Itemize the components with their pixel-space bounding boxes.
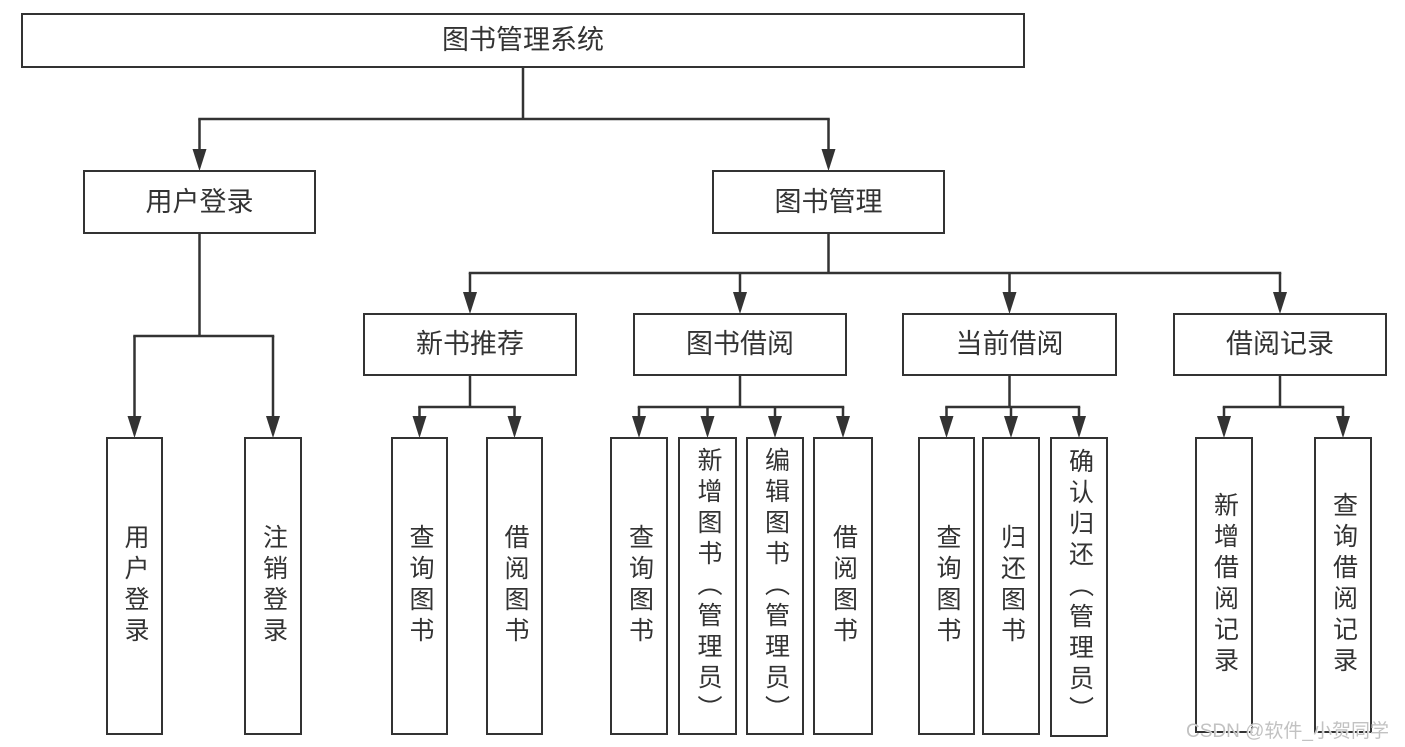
node-new-book-rec: 新书推荐 — [363, 313, 577, 376]
node-label-rec-search-book: 查询图书 — [406, 524, 434, 648]
arrowhead-icon — [821, 149, 836, 171]
node-logout-login: 注销登录 — [244, 437, 302, 735]
node-current-borrow: 当前借阅 — [902, 313, 1117, 376]
node-label-bb-add-book: 新增图书（管理员） — [694, 446, 722, 726]
arrowhead-icon — [1336, 416, 1350, 438]
node-label-cb-return-book: 归还图书 — [997, 524, 1026, 648]
node-label-bb-edit-book: 编辑图书（管理员） — [761, 446, 790, 726]
arrowhead-icon — [733, 292, 747, 314]
arrowhead-icon — [192, 149, 207, 171]
node-br-add-record: 新增借阅记录 — [1195, 437, 1253, 733]
arrowhead-icon — [1217, 416, 1231, 438]
node-rec-search-book: 查询图书 — [391, 437, 448, 735]
arrowhead-icon — [127, 416, 142, 438]
node-label-bb-search-book: 查询图书 — [625, 524, 654, 648]
arrowhead-icon — [507, 416, 522, 438]
node-br-search-record: 查询借阅记录 — [1314, 437, 1372, 733]
arrowhead-icon — [1072, 416, 1086, 438]
node-label-user-login-group: 用户登录 — [145, 186, 254, 217]
node-user-login-group: 用户登录 — [83, 170, 316, 234]
node-label-user-login: 用户登录 — [121, 524, 149, 648]
arrowhead-icon — [700, 416, 715, 438]
node-borrow-records: 借阅记录 — [1173, 313, 1387, 376]
node-book-borrow: 图书借阅 — [633, 313, 847, 376]
node-label-borrow-records: 借阅记录 — [1226, 329, 1334, 359]
node-book-mgmt: 图书管理 — [712, 170, 945, 234]
node-bb-search-book: 查询图书 — [610, 437, 668, 735]
arrowhead-icon — [463, 292, 477, 314]
node-label-br-add-record: 新增借阅记录 — [1210, 492, 1239, 678]
arrowhead-icon — [412, 416, 427, 438]
node-label-new-book-rec: 新书推荐 — [416, 329, 524, 359]
node-rec-borrow-book: 借阅图书 — [486, 437, 543, 735]
arrowhead-icon — [1002, 292, 1017, 314]
node-user-login: 用户登录 — [106, 437, 163, 735]
node-bb-add-book: 新增图书（管理员） — [678, 437, 737, 735]
node-label-book-borrow: 图书借阅 — [686, 329, 794, 359]
node-label-logout-login: 注销登录 — [259, 524, 288, 648]
arrowhead-icon — [836, 416, 850, 438]
arrowhead-icon — [768, 416, 782, 438]
node-cb-confirm-return: 确认归还（管理员） — [1050, 437, 1108, 737]
node-label-book-mgmt: 图书管理 — [774, 186, 883, 217]
node-label-cb-search-book: 查询图书 — [933, 524, 961, 648]
watermark: CSDN @软件_小贺同学 — [1186, 721, 1389, 742]
node-root: 图书管理系统 — [21, 13, 1025, 68]
node-label-root: 图书管理系统 — [442, 25, 604, 55]
node-label-bb-borrow-book: 借阅图书 — [829, 524, 858, 648]
node-label-br-search-record: 查询借阅记录 — [1329, 492, 1358, 678]
arrowhead-icon — [1273, 292, 1287, 314]
arrowhead-icon — [266, 416, 280, 438]
arrowhead-icon — [632, 416, 646, 438]
node-label-rec-borrow-book: 借阅图书 — [501, 524, 529, 648]
arrowhead-icon — [1004, 416, 1018, 438]
node-label-cb-confirm-return: 确认归还（管理员） — [1065, 447, 1094, 727]
node-cb-search-book: 查询图书 — [918, 437, 975, 735]
node-cb-return-book: 归还图书 — [982, 437, 1040, 735]
node-label-current-borrow: 当前借阅 — [955, 329, 1064, 359]
arrowhead-icon — [939, 416, 954, 438]
node-bb-edit-book: 编辑图书（管理员） — [746, 437, 804, 735]
node-bb-borrow-book: 借阅图书 — [813, 437, 873, 735]
